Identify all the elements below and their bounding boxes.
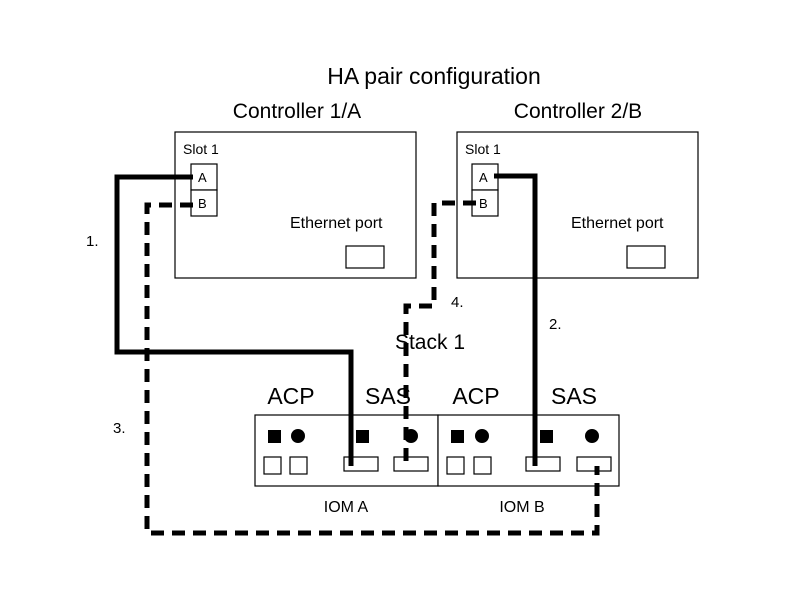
iom-a-acp-square-port	[268, 430, 281, 443]
iom-a	[254, 414, 439, 487]
iom-b-acp-circle-port	[475, 429, 489, 443]
controller-2-ethernet-port	[626, 245, 666, 269]
stack-label: Stack 1	[395, 331, 465, 354]
controller-2-port-a-label: A	[479, 170, 488, 185]
iom-a-sas-square-port	[356, 430, 369, 443]
controller-1-port-a-label: A	[198, 170, 207, 185]
controller-1-ethernet-port	[345, 245, 385, 269]
iom-a-acp-label: ACP	[267, 383, 314, 409]
iom-b-acp-label: ACP	[452, 383, 499, 409]
cable-2	[494, 173, 538, 466]
controller-1-port-b-label: B	[198, 196, 207, 211]
cable-1-label: 1.	[86, 233, 99, 250]
diagram-title: HA pair configuration	[327, 63, 541, 89]
iom-b-sas-square-port	[540, 430, 553, 443]
iom-b-sas-port-1	[525, 456, 561, 472]
iom-a-name: IOM A	[324, 499, 369, 516]
cable-1	[114, 174, 354, 466]
iom-a-sas-label: SAS	[365, 383, 411, 409]
cable-3-label: 3.	[113, 420, 126, 437]
controller-2-label: Controller 2/B	[514, 100, 642, 123]
iom-a-acp-circle-port	[291, 429, 305, 443]
cable-3	[144, 202, 600, 536]
iom-b-acp-square-port	[451, 430, 464, 443]
controller-1: Slot 1 A B Ethernet port	[174, 131, 417, 279]
iom-b-name: IOM B	[499, 499, 544, 516]
iom-b-sas-port-2	[576, 456, 612, 472]
iom-b-acp-port-2	[473, 456, 492, 475]
cable-4-label: 4.	[451, 294, 464, 311]
iom-b	[437, 414, 620, 487]
iom-b-sas-label: SAS	[551, 383, 597, 409]
controller-2: Slot 1 A B Ethernet port	[456, 131, 699, 279]
disk-shelf	[254, 414, 620, 487]
iom-b-sas-circle-port	[585, 429, 599, 443]
controller-2-slot-label: Slot 1	[465, 141, 501, 157]
iom-b-acp-port-1	[446, 456, 465, 475]
controller-1-port-b	[190, 189, 218, 217]
iom-a-acp-port-1	[263, 456, 282, 475]
controller-1-slot-label: Slot 1	[183, 141, 219, 157]
controller-2-port-b-label: B	[479, 196, 488, 211]
cable-4	[403, 200, 476, 466]
iom-a-sas-port-2	[393, 456, 429, 472]
controller-1-ethernet-label: Ethernet port	[290, 215, 383, 232]
cable-2-label: 2.	[549, 316, 562, 333]
controller-1-label: Controller 1/A	[233, 100, 361, 123]
controller-2-ethernet-label: Ethernet port	[571, 215, 664, 232]
iom-a-acp-port-2	[289, 456, 308, 475]
